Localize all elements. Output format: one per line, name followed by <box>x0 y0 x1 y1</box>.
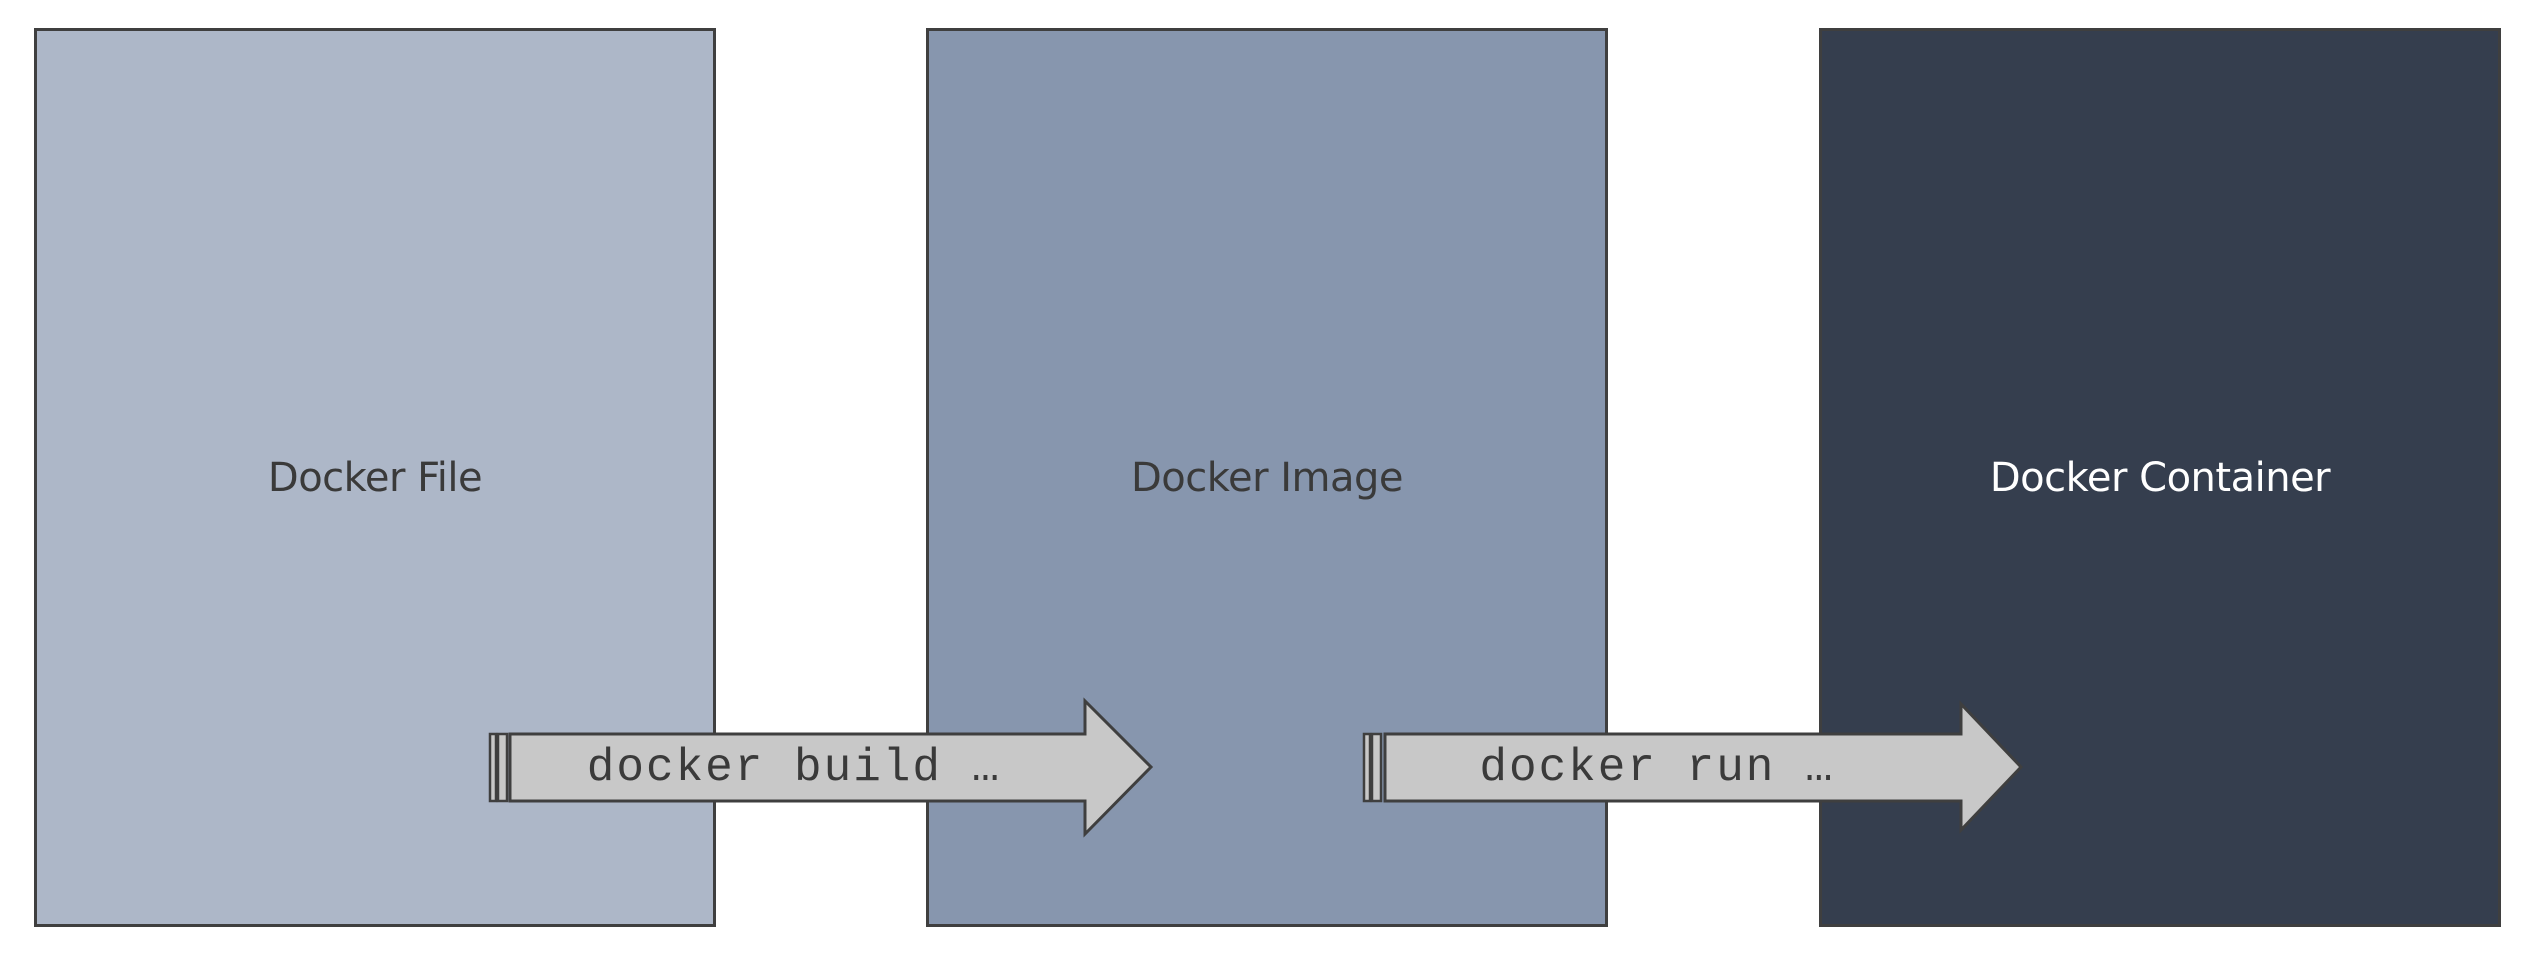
docker-run-arrow-body <box>1383 700 2024 834</box>
docker-build-arrow: docker build … <box>488 697 1154 838</box>
docker-build-arrow-tail-strip-1 <box>488 732 498 803</box>
docker-run-arrow-label: docker run … <box>1479 742 1834 794</box>
docker-image-label: Docker Image <box>1130 454 1404 501</box>
docker-file-box: Docker File <box>34 28 716 927</box>
docker-build-arrow-body <box>508 697 1154 838</box>
docker-file-label: Docker File <box>267 454 483 501</box>
docker-run-arrow-tail-strip-1 <box>1362 732 1372 803</box>
docker-run-arrow-tail-strip-2 <box>1370 732 1383 803</box>
docker-run-arrow: docker run … <box>1362 700 2024 834</box>
docker-container-label: Docker Container <box>1989 454 2331 501</box>
docker-build-arrow-tail-strip-2 <box>496 732 509 803</box>
docker-build-arrow-label: docker build … <box>587 742 1001 794</box>
